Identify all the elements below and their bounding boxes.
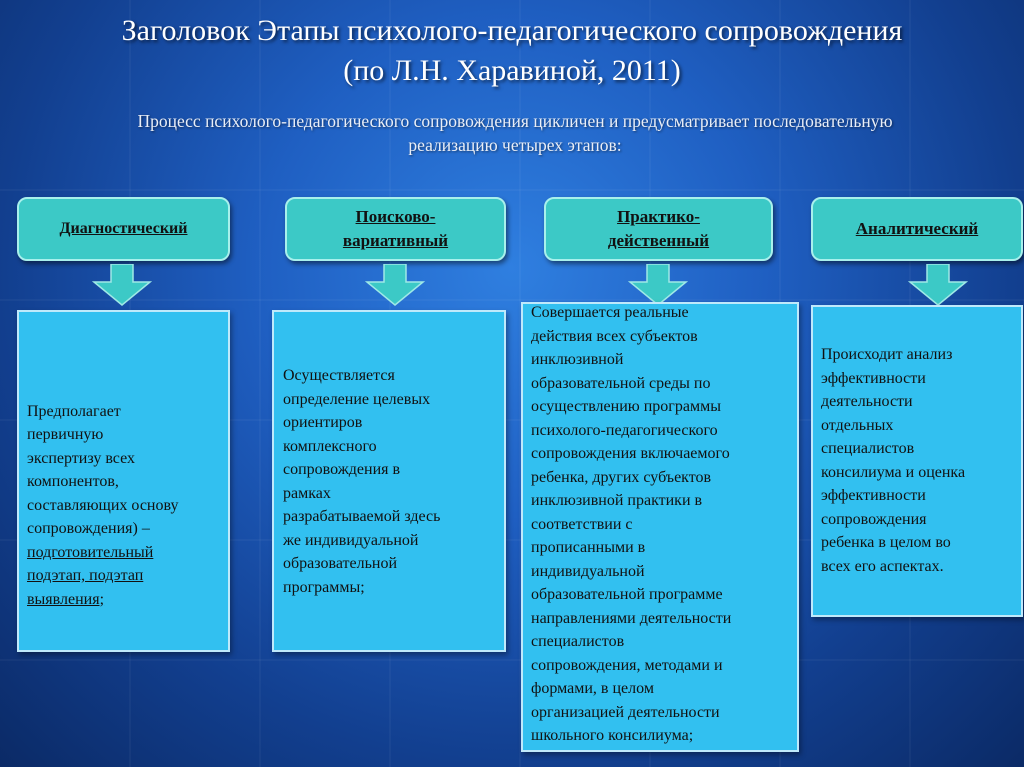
stage-label: Практико- действенный (607, 207, 710, 250)
down-arrow-icon (628, 264, 688, 306)
down-arrow-icon (365, 264, 425, 306)
stage-description-box (811, 305, 1023, 617)
stage-description-underlined-text: подготовительный подэтап, подэтап выявле… (27, 543, 154, 608)
stage-description-box (17, 310, 230, 652)
intro-text-line-1: Процесс психолого-педагогического сопров… (137, 111, 893, 131)
stage-header-diagnostic: Диагностический (17, 197, 230, 261)
stage-description-box (521, 302, 799, 752)
stage-description-text: Предполагает первичную экспертизу всех к… (27, 402, 179, 538)
stage-description-box (272, 310, 506, 652)
stage-description-practical: Совершается реальные действия всех субъе… (531, 304, 732, 744)
slide-subtitle: (по Л.Н. Харавиной, 2011) (343, 54, 681, 87)
stage-description-diagnostic: Предполагает первичную экспертизу всех к… (27, 376, 227, 611)
intro-text-line-2: реализацию четырех этапов: (408, 135, 622, 155)
stage-label: Аналитический (855, 219, 979, 238)
stage-label: Диагностический (59, 220, 188, 237)
down-arrow-icon (908, 264, 968, 306)
stage-header-search-variative: Поисково- вариативный (285, 197, 506, 261)
slide-title: Заголовок Этапы психолого-педагогическог… (121, 14, 903, 47)
stage-description-analytical: Происходит анализ эффективности деятельн… (821, 346, 966, 575)
stage-description-search-variative: Осуществляется определение целевых ориен… (283, 367, 441, 596)
stage-header-practical: Практико- действенный (544, 197, 773, 261)
stage-label: Поисково- вариативный (342, 207, 449, 250)
down-arrow-icon (92, 264, 152, 306)
stage-header-analytical: Аналитический (811, 197, 1023, 261)
